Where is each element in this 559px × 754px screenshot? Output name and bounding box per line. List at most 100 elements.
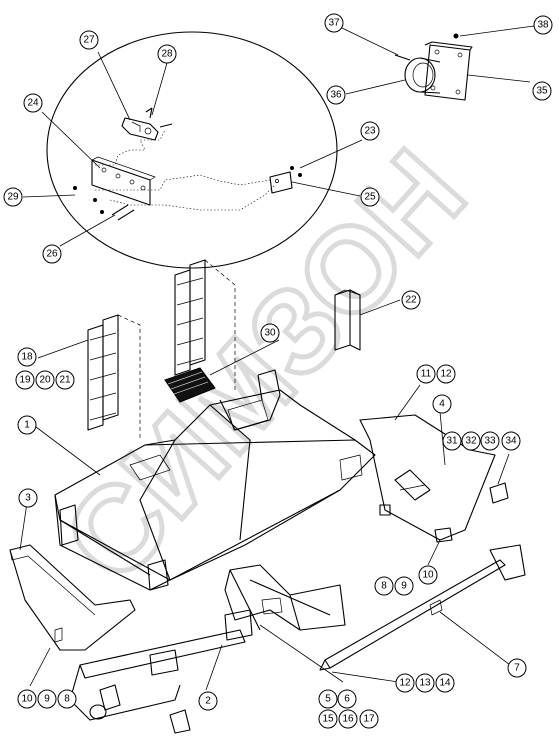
callout-24: 24 xyxy=(23,93,43,113)
callout-9-right: 9 xyxy=(394,576,414,596)
nut-23b xyxy=(298,173,302,177)
callout-16: 16 xyxy=(338,709,358,729)
part-30-grate xyxy=(164,367,216,403)
svg-text:2: 2 xyxy=(205,696,211,707)
callout-12-bottom: 12 xyxy=(395,673,415,693)
svg-text:19: 19 xyxy=(19,375,31,386)
part-37-screw xyxy=(394,54,411,61)
part-1-hopper xyxy=(54,369,376,591)
svg-text:17: 17 xyxy=(363,714,375,725)
callout-8-right: 8 xyxy=(374,576,394,596)
svg-text:11: 11 xyxy=(421,369,432,380)
svg-text:22: 22 xyxy=(405,295,417,306)
svg-text:16: 16 xyxy=(342,714,354,725)
part-24-bracket-plate xyxy=(91,156,156,206)
callout-12-top: 12 xyxy=(436,364,456,384)
part-5-cross-frame xyxy=(224,564,346,631)
part-27-clamp xyxy=(121,117,159,141)
callout-20: 20 xyxy=(35,370,55,390)
callout-1: 1 xyxy=(17,415,37,435)
ladder-guide-left xyxy=(117,314,141,440)
svg-text:33: 33 xyxy=(484,436,496,447)
callout-14: 14 xyxy=(435,673,455,693)
callout-32: 32 xyxy=(461,431,481,451)
svg-text:10: 10 xyxy=(21,694,33,705)
svg-text:8: 8 xyxy=(381,581,387,592)
callout-18: 18 xyxy=(17,347,37,367)
callout-7: 7 xyxy=(507,658,527,678)
part-18-ladder-left xyxy=(87,314,119,431)
callout-9-left: 9 xyxy=(37,689,57,709)
svg-text:25: 25 xyxy=(364,192,376,203)
svg-text:10: 10 xyxy=(422,570,434,581)
svg-text:24: 24 xyxy=(27,98,39,109)
callout-35: 35 xyxy=(532,81,552,101)
svg-text:13: 13 xyxy=(419,678,431,689)
svg-text:32: 32 xyxy=(465,436,477,447)
callout-30: 30 xyxy=(260,323,280,343)
callout-23: 23 xyxy=(360,121,380,141)
svg-text:6: 6 xyxy=(344,694,350,705)
callout-13: 13 xyxy=(415,673,435,693)
svg-text:3: 3 xyxy=(25,493,31,504)
callout-33: 33 xyxy=(480,431,500,451)
svg-text:36: 36 xyxy=(330,90,342,101)
part-25-plate xyxy=(269,171,293,194)
callout-28: 28 xyxy=(157,44,177,64)
callout-10-right: 10 xyxy=(418,565,438,585)
part-36-spout xyxy=(404,57,441,94)
svg-text:12: 12 xyxy=(440,369,452,380)
part-7-tongue xyxy=(319,544,526,671)
callout-19: 19 xyxy=(15,370,35,390)
svg-text:27: 27 xyxy=(83,35,95,46)
svg-text:8: 8 xyxy=(64,694,70,705)
part-2-drawbar-frame xyxy=(69,609,253,734)
callout-38: 38 xyxy=(533,15,553,35)
callout-17: 17 xyxy=(359,709,379,729)
svg-text:26: 26 xyxy=(46,249,58,260)
hardware-left xyxy=(73,186,135,221)
leader-lines xyxy=(19,25,535,691)
svg-text:5: 5 xyxy=(325,694,331,705)
svg-text:23: 23 xyxy=(364,126,376,137)
svg-text:18: 18 xyxy=(21,352,33,363)
svg-text:34: 34 xyxy=(505,436,517,447)
callout-11: 11 xyxy=(416,364,436,384)
callout-2: 2 xyxy=(198,691,218,711)
svg-text:12: 12 xyxy=(399,678,411,689)
callout-22: 22 xyxy=(401,290,421,310)
part-4-side-panel xyxy=(359,414,496,543)
svg-text:14: 14 xyxy=(439,678,451,689)
svg-text:4: 4 xyxy=(439,399,445,410)
callout-36: 36 xyxy=(326,85,346,105)
part-22-post xyxy=(334,289,361,351)
svg-text:7: 7 xyxy=(514,663,520,674)
part-38-nut xyxy=(453,33,459,39)
callout-34: 34 xyxy=(501,431,521,451)
callout-31: 31 xyxy=(442,431,462,451)
callout-29: 29 xyxy=(3,187,23,207)
callout-8-left: 8 xyxy=(57,689,77,709)
part-35-flange xyxy=(424,41,473,101)
svg-text:20: 20 xyxy=(39,375,51,386)
svg-text:15: 15 xyxy=(322,714,334,725)
callout-27: 27 xyxy=(79,30,99,50)
svg-text:9: 9 xyxy=(401,581,407,592)
svg-text:31: 31 xyxy=(446,436,458,447)
svg-text:30: 30 xyxy=(264,328,276,339)
callout-25: 25 xyxy=(360,187,380,207)
callout-5: 5 xyxy=(318,689,338,709)
callout-4: 4 xyxy=(432,394,452,414)
callout-26: 26 xyxy=(42,244,62,264)
svg-text:35: 35 xyxy=(536,86,548,97)
nut-23a xyxy=(290,166,294,170)
callout-3: 3 xyxy=(18,488,38,508)
part-34-small-plate xyxy=(489,482,509,504)
svg-text:37: 37 xyxy=(328,18,340,29)
callout-21: 21 xyxy=(55,370,75,390)
svg-text:29: 29 xyxy=(7,192,19,203)
callout-15: 15 xyxy=(318,709,338,729)
svg-text:28: 28 xyxy=(161,49,173,60)
